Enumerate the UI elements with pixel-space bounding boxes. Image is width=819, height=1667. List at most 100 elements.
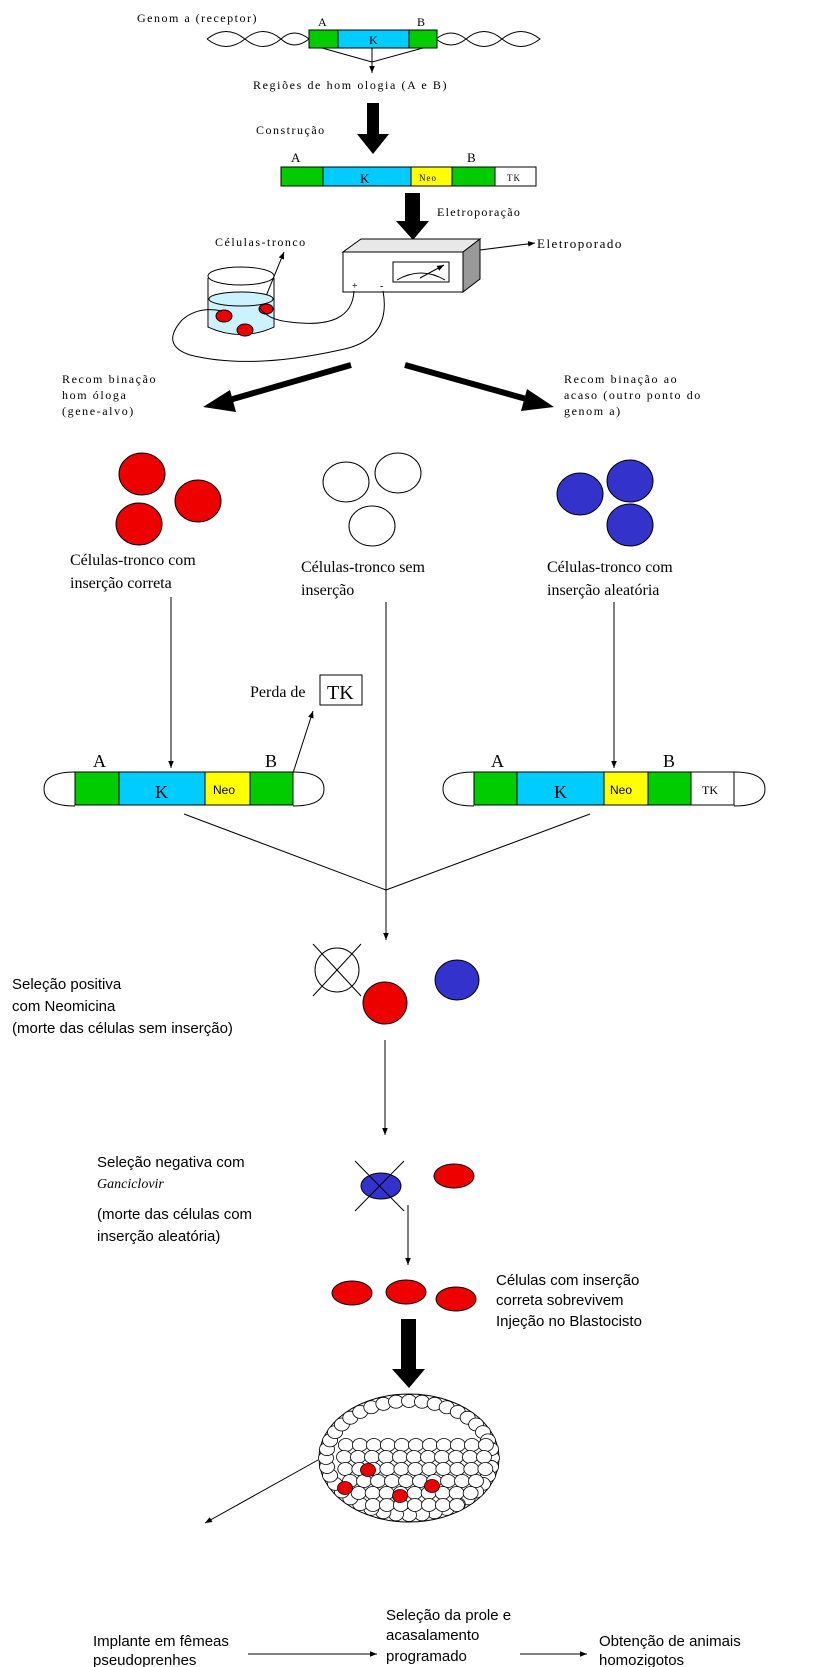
blastocyst-cell xyxy=(365,1438,382,1452)
genome-segment-b xyxy=(408,29,438,49)
genome-label-k: K xyxy=(369,33,378,47)
construct-label-b: B xyxy=(467,150,476,165)
blastocyst-cell xyxy=(378,1486,395,1500)
blastocyst-cell xyxy=(365,1498,381,1512)
construct-segment-a xyxy=(280,166,324,187)
construct-label-neo: Neo xyxy=(419,173,437,183)
positive-selection-cells xyxy=(312,943,480,1025)
blastocyst-cell xyxy=(398,1474,414,1488)
blastocyst-cell xyxy=(448,1486,465,1500)
svg-text:TK: TK xyxy=(702,783,718,797)
blastocyst-cell xyxy=(350,1450,366,1464)
big-arrow-1 xyxy=(357,103,389,154)
genome-label: Genom a (receptor) xyxy=(137,11,258,25)
blastocyst-cell xyxy=(454,1474,470,1488)
survivors-label: Células com inserção correta sobrevivem … xyxy=(496,1272,642,1330)
correct-insertion-cells xyxy=(115,452,222,546)
stem-cell xyxy=(215,309,233,323)
construct-correct: A K Neo B xyxy=(43,751,325,807)
blastocyst-cell xyxy=(448,1450,464,1464)
genome-row: Genom a (receptor) A K B Regiões de hom … xyxy=(137,11,541,92)
correct-insertion-label: Células-tronco com inserção correta xyxy=(70,552,196,592)
svg-text:correta sobrevivem: correta sobrevivem xyxy=(496,1292,624,1309)
blastocyst-cell xyxy=(435,1462,452,1476)
svg-text:Neo: Neo xyxy=(213,783,235,797)
blastocyst-cell xyxy=(393,1438,410,1452)
blastocyst-cell xyxy=(462,1486,479,1500)
no-insertion-cells xyxy=(322,452,422,547)
blastocyst-cell xyxy=(364,1486,381,1500)
blastocyst-cell xyxy=(468,1474,484,1488)
svg-text:K: K xyxy=(155,782,168,802)
blastocyst-cell xyxy=(350,1486,367,1500)
blastocyst-cell xyxy=(477,1438,494,1452)
blastocyst-cell xyxy=(370,1474,386,1488)
blastocyst-cell xyxy=(420,1450,436,1464)
svg-text:B: B xyxy=(663,751,675,771)
blastocyst-cell xyxy=(435,1498,451,1512)
negative-selection-cells xyxy=(354,1160,475,1212)
blastocyst-cell xyxy=(421,1462,438,1476)
random-insertion-label: Células-tronco com inserção aleatória xyxy=(547,559,673,599)
construct-label-tk: TK xyxy=(507,173,521,183)
svg-text:Células-tronco com: Células-tronco com xyxy=(547,559,673,576)
blastocyst-cell xyxy=(407,1498,423,1512)
svg-text:acaso (outro ponto do: acaso (outro ponto do xyxy=(564,388,702,402)
construct-row: Construção A K Neo B TK xyxy=(256,123,537,187)
inner-cell-red xyxy=(424,1479,440,1493)
beaker xyxy=(207,266,275,337)
svg-text:B: B xyxy=(265,751,277,771)
blastocyst-cell xyxy=(337,1438,354,1452)
blastocyst-cell xyxy=(462,1450,478,1464)
inner-cell-red xyxy=(392,1489,408,1503)
blastocyst-cell xyxy=(434,1450,450,1464)
genome-label-b: B xyxy=(417,15,425,29)
svg-text:Recom binação: Recom binação xyxy=(62,372,157,386)
branch-left-label: Recom binação hom óloga (gene-alvo) xyxy=(62,372,157,418)
blastocyst-cell xyxy=(449,1438,466,1452)
svg-text:Implante em fêmeas: Implante em fêmeas xyxy=(93,1633,229,1650)
blastocyst-cell xyxy=(449,1462,466,1476)
svg-text:inserção correta: inserção correta xyxy=(70,575,172,592)
genome-segment-a xyxy=(308,29,339,49)
svg-text:Seleção da prole e: Seleção da prole e xyxy=(386,1607,511,1624)
blastocyst-cell xyxy=(406,1486,423,1500)
svg-text:Neo: Neo xyxy=(610,783,632,797)
svg-text:hom óloga: hom óloga xyxy=(62,388,127,402)
implant-label: Implante em fêmeas pseudoprenhes xyxy=(93,1633,229,1667)
inner-cell-red xyxy=(360,1463,376,1477)
electroporator-label: Eletroporado xyxy=(537,236,623,251)
homology-label: Regiões de hom ologia (A e B) xyxy=(253,78,448,92)
svg-text:Injeção no Blastocisto: Injeção no Blastocisto xyxy=(496,1313,642,1330)
construct-label-k: K xyxy=(360,171,370,186)
genome-label-a: A xyxy=(318,15,327,29)
blastocyst-cell xyxy=(379,1462,396,1476)
blastocyst-cell xyxy=(421,1438,438,1452)
surviving-cells xyxy=(331,1279,477,1312)
construct-segment-b xyxy=(451,166,496,187)
blastocyst-cell xyxy=(378,1450,394,1464)
construct-random: A K Neo B TK xyxy=(442,751,766,807)
blastocyst-cell xyxy=(379,1438,396,1452)
electroporation-label: Eletroporação xyxy=(437,205,521,219)
blastocyst-cell xyxy=(337,1462,354,1476)
blastocyst-cell xyxy=(449,1498,465,1512)
svg-text:Células-tronco com: Células-tronco com xyxy=(70,552,196,569)
no-insertion-label: Células-tronco sem inserção xyxy=(301,559,426,599)
blastocyst-cell xyxy=(392,1450,408,1464)
blastocyst-cell xyxy=(477,1462,494,1476)
electroporation-setup: Células-tronco + - Eletroporado xyxy=(172,235,623,362)
svg-text:A: A xyxy=(93,751,106,771)
offspring-selection-label: Seleção da prole e acasalamento programa… xyxy=(386,1607,511,1665)
big-arrow-2 xyxy=(396,193,429,240)
big-arrow-3 xyxy=(392,1319,425,1388)
electroporator-device: + - xyxy=(341,237,482,294)
svg-text:inserção aleatória: inserção aleatória xyxy=(547,582,659,599)
blastocyst xyxy=(318,1393,500,1523)
blastocyst-cell xyxy=(463,1438,480,1452)
svg-text:(morte das células sem inserçã: (morte das células sem inserção) xyxy=(12,1020,233,1037)
construct-label: Construção xyxy=(256,123,326,137)
inner-cell-red xyxy=(337,1481,353,1495)
blastocyst-cell xyxy=(351,1438,368,1452)
blastocyst-cell xyxy=(435,1438,452,1452)
